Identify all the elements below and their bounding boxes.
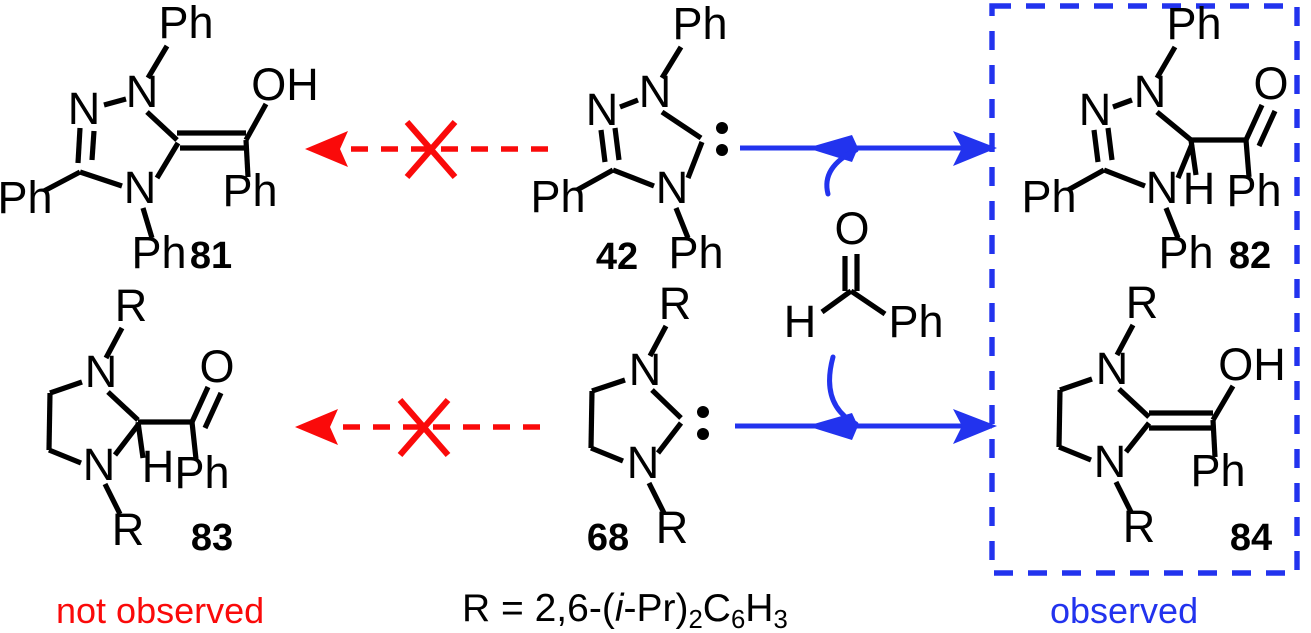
atom-label-ph-acyl-83: Ph [174,447,229,498]
curve-bottom-allowed [827,354,859,427]
r-def-sub-6: 6 [730,606,746,633]
atom-label-n1-84: N [1096,343,1129,394]
structure-68: N N R R 68 [587,278,709,559]
structure-81: N N N Ph Ph Ph OH Ph 81 [0,0,319,278]
atom-label-r-bottom-68: R [656,502,689,553]
atom-label-ph-benzaldehyde: Ph [888,296,943,347]
atom-label-h-82: H [1183,163,1216,214]
r-def-mid: -Pr) [623,587,689,630]
atom-label-ph-n4-81: Ph [131,227,186,278]
atom-label-n1-81: N [126,66,159,117]
arrowhead-bottom-allowed-end [953,409,997,444]
atom-label-n1-82: N [1134,66,1167,117]
compound-number-68: 68 [587,517,629,559]
arrowhead-bottom-allowed-mid [807,413,858,440]
arrowhead-top-blocked [305,131,348,167]
lone-pair-dot-lower-68 [697,428,709,440]
atom-label-ph-n1-82: Ph [1166,0,1221,49]
arrowhead-bottom-blocked [295,409,338,445]
r-def-h: H [745,587,774,630]
atom-label-o-83: O [199,341,234,392]
structure-82: N N N Ph Ph Ph H O Ph 82 [1021,0,1288,278]
observed-highlight-box [989,3,1300,576]
atom-label-n4-42: N [656,162,689,213]
compound-number-81: 81 [190,235,232,277]
atom-label-r-bottom-84: R [1123,501,1156,552]
atom-label-h-benzaldehyde: H [784,296,817,347]
atom-label-ph-exo-84: Ph [1190,445,1245,496]
atom-label-n2-42: N [586,84,619,135]
arrow-bottom-blocked [295,397,540,458]
compound-number-83: 83 [191,517,233,559]
atom-label-r-bottom-83: R [112,504,145,555]
atom-label-n3-68: N [627,437,660,488]
compound-number-82: 82 [1229,235,1271,277]
atom-label-ph-n4-82: Ph [1158,227,1213,278]
arrow-bottom-allowed [735,354,997,444]
atom-label-ph-acyl-82: Ph [1226,165,1281,216]
atom-label-o-benzaldehyde: O [834,203,869,254]
r-def-c: C [702,587,731,630]
atom-label-n2-82: N [1079,84,1112,135]
lone-pair-dot-lower-42 [716,144,728,156]
atom-label-n1-68: N [629,344,662,395]
r-def-italic-i: i [614,587,624,630]
atom-label-h-83: H [142,441,175,492]
structure-benzaldehyde: O H Ph [784,203,944,347]
atom-label-ph-n1-81: Ph [158,0,213,48]
arrowhead-top-allowed-end [953,131,997,166]
atom-label-n1-42: N [639,66,672,117]
structure-84: N N R R OH Ph 84 [1056,277,1286,559]
atom-label-ph-n4-42: Ph [668,227,723,278]
atom-label-ph-exo-81: Ph [222,165,277,216]
atom-label-n1-83: N [85,346,118,397]
curve-top-allowed [824,147,859,197]
atom-label-oh-84: OH [1218,339,1286,390]
atom-label-ph-c3-42: Ph [530,171,585,222]
atom-label-oh-81: OH [251,59,319,110]
atom-label-r-top-68: R [659,278,692,329]
atom-label-n3-84: N [1094,436,1127,487]
structure-83: N N R R H O Ph 83 [46,280,235,559]
arrow-top-blocked [305,119,548,180]
caption-observed: observed [1050,590,1199,631]
caption-not-observed: not observed [56,590,265,631]
atom-label-n4-81: N [124,162,157,213]
caption-r-definition: R = 2,6-(i-Pr)2C6H3 [462,587,788,633]
r-def-prefix: R = 2,6-( [462,587,615,630]
atom-label-ph-n1-42: Ph [672,0,727,49]
r-def-sub-2: 2 [688,606,703,633]
atom-label-r-top-84: R [1126,277,1159,328]
atom-label-n2-81: N [68,83,101,134]
arrow-top-allowed [740,131,997,197]
atom-label-ph-c3-81: Ph [0,172,53,223]
structure-42: N N N Ph Ph Ph 42 [530,0,728,278]
compound-number-42: 42 [596,236,638,278]
atom-label-n4-82: N [1146,162,1179,213]
atom-label-o-82: O [1253,58,1288,109]
atom-label-n3-83: N [83,439,116,490]
lone-pair-dot-upper-68 [697,406,709,418]
r-def-sub-3: 3 [773,606,788,633]
atom-label-ph-c3-82: Ph [1021,171,1076,222]
compound-number-84: 84 [1230,517,1272,559]
lone-pair-dot-upper-42 [716,122,728,134]
atom-label-r-top-83: R [115,280,148,331]
